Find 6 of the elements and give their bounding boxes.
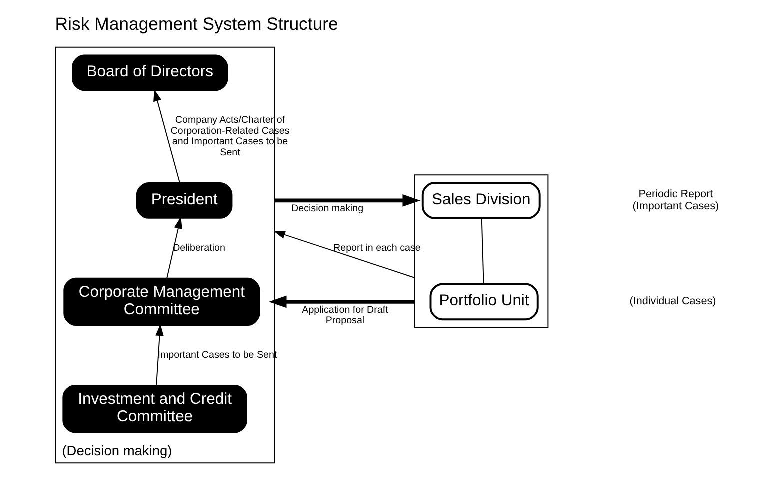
diagram-title: Risk Management System Structure [54, 14, 338, 34]
edge-label: Deliberation [172, 242, 225, 254]
label: (Individual Cases) [629, 296, 716, 308]
edge-label: Application for Draft Proposal [302, 304, 388, 327]
edge-label: Decision making [291, 204, 364, 215]
label: Periodic Report (Important Cases) [632, 188, 719, 212]
